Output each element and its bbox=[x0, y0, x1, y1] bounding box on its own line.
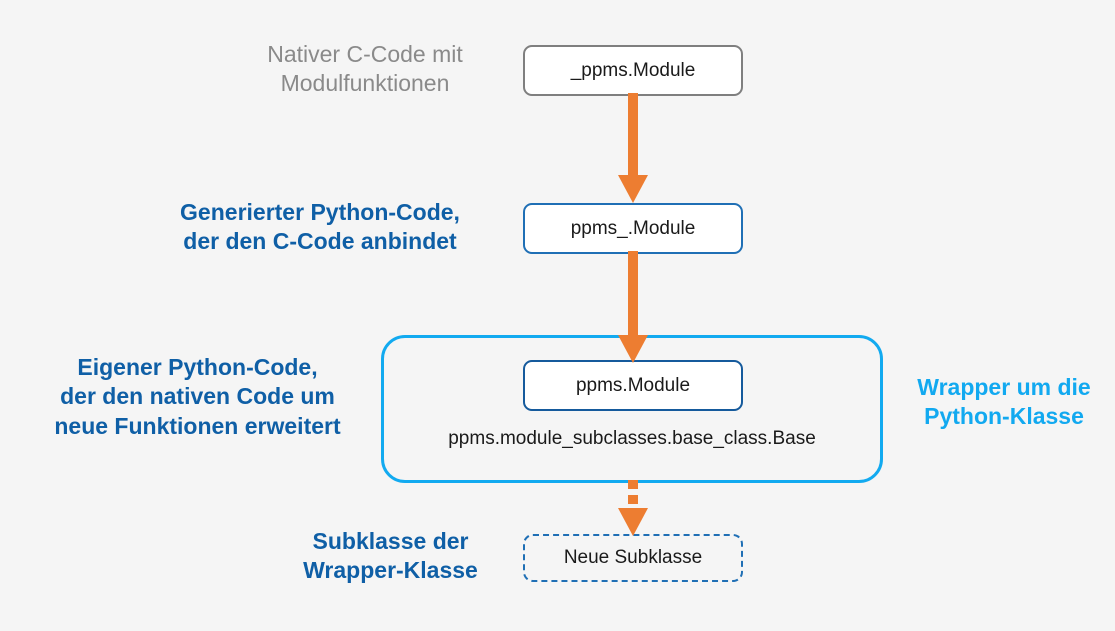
label-subclass-wrapper-class: Subklasse der Wrapper-Klasse bbox=[303, 528, 478, 584]
label-generated-python-code: Generierter Python-Code, der den C-Code … bbox=[180, 199, 460, 255]
arrow-generated-to-module-icon bbox=[618, 251, 648, 363]
label-wrapper-python-class: Wrapper um die Python-Klasse bbox=[917, 374, 1091, 430]
arrow-module-to-subclass-icon bbox=[618, 480, 648, 536]
label-own-python-code: Eigener Python-Code, der den nativen Cod… bbox=[54, 354, 341, 439]
arrow-native-to-generated-icon bbox=[618, 93, 648, 203]
node-ppms-module[interactable]: ppms.Module bbox=[523, 360, 743, 411]
node-native-module[interactable]: _ppms.Module bbox=[523, 45, 743, 96]
label-native-c-code: Nativer C-Code mit Modulfunktionen bbox=[267, 41, 463, 97]
node-base-class-label: ppms.module_subclasses.base_class.Base bbox=[448, 428, 816, 449]
node-generated-module[interactable]: ppms_.Module bbox=[523, 203, 743, 254]
node-new-subclass[interactable]: Neue Subklasse bbox=[523, 534, 743, 582]
